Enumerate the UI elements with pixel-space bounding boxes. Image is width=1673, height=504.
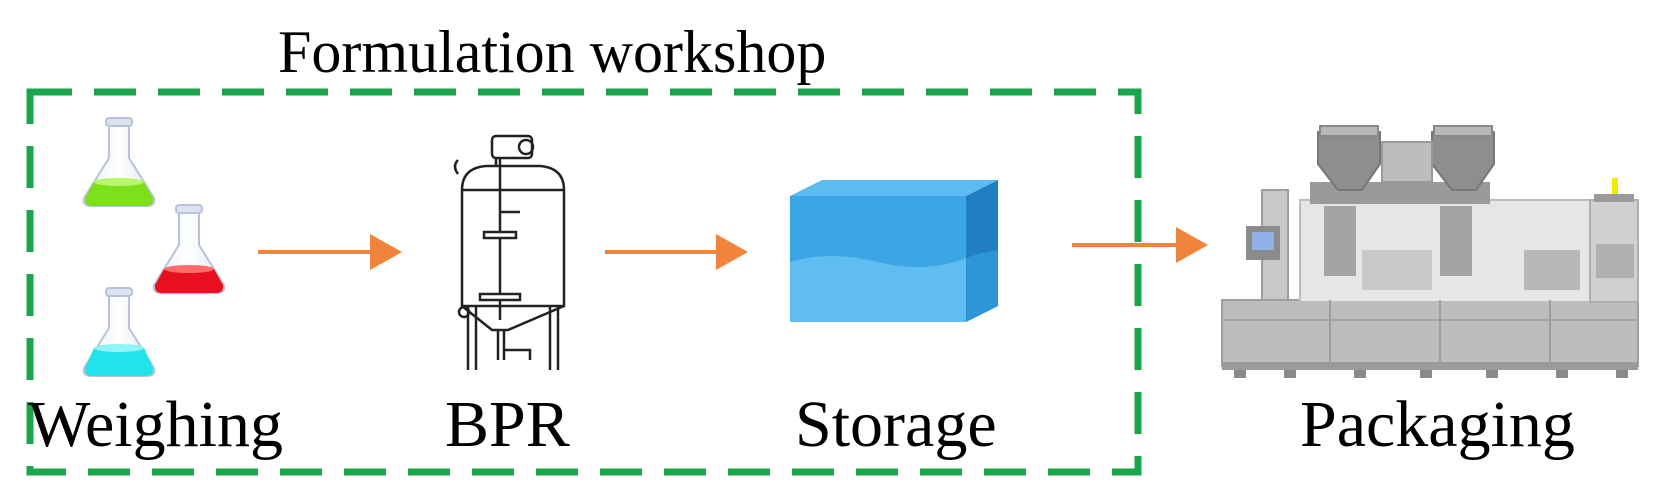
- stage-label-storage: Storage: [795, 388, 997, 461]
- stage-label-bpr: BPR: [445, 388, 570, 461]
- arrowhead-bpr-to-storage: [716, 234, 748, 270]
- storage-tank-icon: [790, 180, 998, 322]
- stage-label-packaging: Packaging: [1300, 388, 1575, 461]
- flask-cyan-icon: [82, 287, 156, 377]
- flask-red-icon: [152, 204, 226, 294]
- flask-green-icon: [82, 117, 156, 207]
- packaging-machine-icon: [1221, 125, 1639, 378]
- arrowhead-weighing-to-bpr: [370, 234, 402, 270]
- stage-label-weighing: Weighing: [28, 388, 283, 461]
- reactor-tank-icon: [453, 134, 566, 370]
- formulation-workshop-boundary: [26, 88, 1142, 476]
- arrowhead-storage-to-packaging: [1176, 227, 1208, 263]
- group-title: Formulation workshop: [278, 19, 827, 85]
